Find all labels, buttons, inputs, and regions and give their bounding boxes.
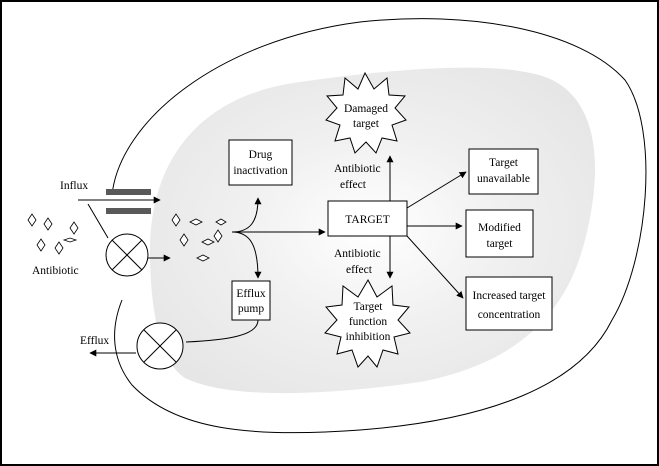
svg-text:unavailable: unavailable (477, 173, 530, 185)
target-function-inhibition-star: Target function inhibition (324, 278, 411, 369)
antibiotic-molecules-inside (171, 213, 227, 262)
svg-text:Increased target: Increased target (473, 290, 547, 302)
target-unavailable-box: Target unavailable (468, 148, 539, 195)
svg-text:pump: pump (238, 303, 264, 315)
efflux-label: Efflux (80, 335, 109, 347)
svg-text:inhibition: inhibition (346, 331, 391, 343)
svg-text:Antibiotic: Antibiotic (334, 163, 381, 175)
porin-connector (87, 203, 109, 239)
svg-text:Drug: Drug (249, 149, 273, 161)
increased-target-concentration-box: Increased target concentration (465, 276, 553, 331)
svg-text:function: function (349, 316, 388, 328)
svg-text:Antibiotic: Antibiotic (334, 248, 381, 260)
porin-top (106, 189, 151, 195)
efflux-pump-line (185, 319, 259, 343)
drug-inactivation-box: Drug inactivation (228, 139, 293, 186)
svg-text:inactivation: inactivation (233, 165, 288, 177)
antibiotic-effect-top-label: Antibiotic effect (334, 163, 381, 191)
antibiotic-molecules-outside (27, 213, 79, 255)
antibiotic-effect-bottom-label: Antibiotic effect (334, 248, 381, 276)
arrow-to-increased-concentration (406, 235, 464, 299)
efflux-transporter (136, 322, 184, 370)
svg-text:Modified: Modified (478, 222, 521, 234)
svg-text:target: target (353, 118, 380, 130)
svg-text:Target: Target (489, 157, 519, 169)
svg-text:TARGET: TARGET (345, 214, 389, 226)
svg-text:effect: effect (340, 179, 367, 191)
cell-membrane (111, 18, 647, 434)
influx-transporter (105, 233, 149, 277)
porin-bottom (106, 208, 151, 214)
svg-text:effect: effect (346, 264, 373, 276)
svg-text:Damaged: Damaged (344, 103, 388, 115)
target-box: TARGET (327, 200, 408, 237)
antibiotic-label: Antibiotic (32, 265, 79, 277)
modified-target-box: Modified target (465, 209, 534, 258)
damaged-target-star: Damaged target (325, 71, 407, 154)
arrow-to-target-unavailable (406, 171, 467, 209)
svg-text:concentration: concentration (478, 309, 541, 321)
efflux-pump-box: Efflux pump (231, 280, 271, 321)
influx-label: Influx (60, 180, 88, 192)
svg-text:target: target (487, 238, 514, 250)
svg-text:Efflux: Efflux (236, 288, 265, 300)
svg-text:Target: Target (354, 301, 384, 313)
